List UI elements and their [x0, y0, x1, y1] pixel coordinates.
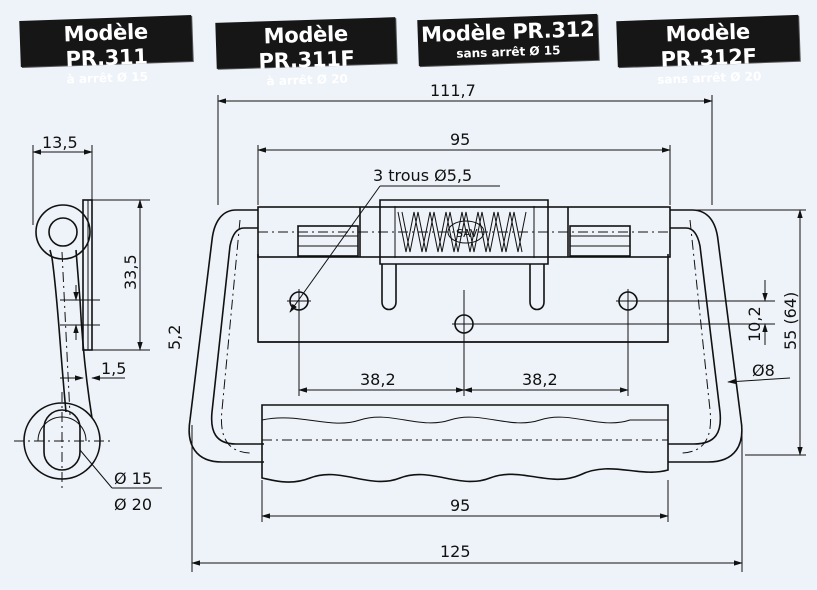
dim-grip: 95 [450, 496, 470, 515]
grip-section [43, 409, 81, 471]
side-view: 13,5 33,5 5,2 1,5 Ø 15 Ø 20 [14, 133, 184, 514]
stamp-text: SAV [456, 227, 478, 240]
spring-housing [379, 199, 549, 265]
holes-note: 3 trous Ø5,5 [373, 166, 472, 185]
slot-left [297, 225, 359, 257]
spring [397, 211, 527, 253]
pivot-circle-inner [48, 217, 78, 247]
dim-holes: 95 [450, 130, 470, 149]
dim-side-thickness: 1,5 [101, 359, 126, 378]
dim-side-height: 33,5 [121, 254, 140, 290]
dim-overall-bottom: 125 [440, 542, 471, 561]
stop-tab-right [529, 264, 545, 311]
dim-hole-height: 10,2 [745, 306, 764, 342]
dim-side-offset: 5,2 [165, 325, 184, 350]
dim-right-spacing: 38,2 [522, 370, 558, 389]
dim-overall-top: 111,7 [430, 81, 476, 100]
bail-outer [188, 209, 743, 463]
slot-right [569, 225, 631, 257]
dim-total-height: 55 (64) [781, 292, 800, 350]
pivot-circle-outer [35, 204, 91, 260]
dim-left-spacing: 38,2 [360, 370, 396, 389]
dim-side-width: 13,5 [42, 133, 78, 152]
arm [49, 249, 93, 419]
back-plate [257, 254, 669, 343]
dim-rod: Ø8 [752, 361, 775, 380]
brand-stamp [447, 220, 485, 244]
stop-tab-left [381, 264, 397, 311]
bail-inner [210, 227, 722, 445]
front-view: SAV [188, 81, 806, 572]
dim-dia-large: Ø 20 [114, 495, 152, 514]
dim-dia-small: Ø 15 [114, 469, 152, 488]
grip [261, 404, 669, 483]
